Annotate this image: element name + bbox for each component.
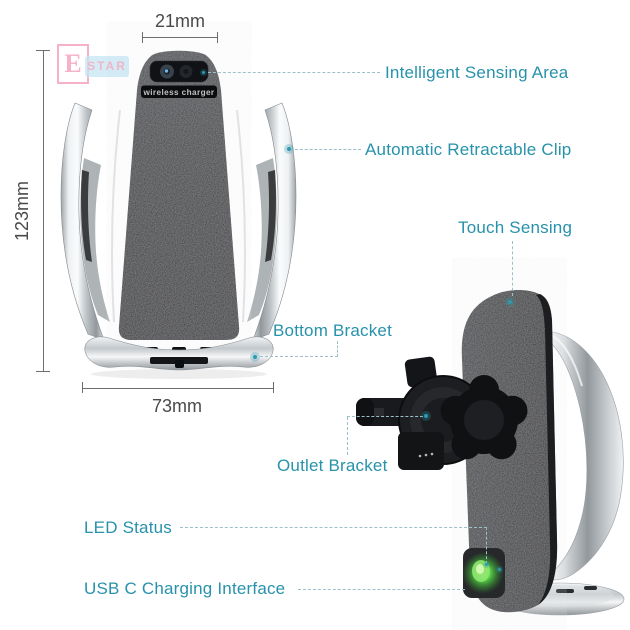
- watermark-logo: E STAR: [57, 44, 132, 84]
- label-usb-c: USB C Charging Interface: [84, 579, 286, 598]
- led-status-window: [462, 548, 505, 598]
- callout-dot-outlet-bracket: [421, 411, 431, 421]
- dimension-tick: [36, 371, 50, 372]
- dimension-line-height: [43, 50, 44, 372]
- leader-led-status-v: [486, 527, 487, 564]
- callout-dot-retractable-clip: [284, 144, 294, 154]
- left-clamp-arm: [60, 102, 121, 341]
- label-led-status: LED Status: [84, 518, 172, 537]
- tightening-knob: [440, 375, 528, 460]
- dimension-tick: [217, 32, 218, 43]
- dimension-tick: [82, 382, 83, 393]
- callout-dot-sensing-area: [200, 69, 207, 76]
- device-text-badge: wireless charger: [141, 85, 217, 98]
- label-retractable-clip: Automatic Retractable Clip: [365, 140, 572, 159]
- leader-bottom-bracket-v: [337, 341, 338, 357]
- bottom-bracket-part: [84, 336, 274, 379]
- leader-sensing-area: [208, 72, 380, 73]
- dimension-tick: [142, 32, 143, 43]
- label-sensing-area: Intelligent Sensing Area: [385, 63, 569, 82]
- dimension-bottom-width: 73mm: [151, 396, 202, 416]
- dimension-top-width: 21mm: [154, 11, 205, 31]
- dimension-tick: [273, 382, 274, 393]
- outlet-bracket-assembly: [356, 356, 528, 470]
- leader-usb-c: [298, 589, 465, 590]
- dimension-line-top: [142, 37, 218, 38]
- callout-dot-touch-sensing: [505, 297, 515, 307]
- callout-dot-led-status-2: [496, 566, 503, 573]
- sensing-window: [149, 60, 209, 83]
- leader-bottom-bracket-h: [260, 356, 338, 357]
- watermark-word: STAR: [85, 56, 129, 77]
- dimension-tick: [36, 50, 50, 51]
- leader-touch-sensing: [512, 241, 513, 296]
- right-clamp-arm: [236, 102, 297, 341]
- dimension-line-bottom: [82, 388, 273, 389]
- side-view-device: [356, 290, 625, 616]
- callout-dot-led-status: [483, 561, 490, 568]
- leader-led-status-h: [180, 527, 487, 528]
- dimension-height: 123mm: [12, 180, 32, 242]
- leader-retractable-clip: [295, 149, 361, 150]
- front-view-device: wireless charger: [60, 50, 297, 379]
- label-outlet-bracket: Outlet Bracket: [277, 456, 388, 475]
- watermark-letter: E: [57, 44, 89, 84]
- leader-outlet-bracket-v: [347, 417, 348, 455]
- label-bottom-bracket: Bottom Bracket: [273, 321, 393, 340]
- device-text: wireless charger: [142, 88, 214, 97]
- front-body: [118, 50, 240, 340]
- side-body-shade: [536, 294, 558, 605]
- sensor-led-dot: [164, 69, 169, 73]
- leader-outlet-bracket-h: [347, 416, 423, 417]
- label-touch-sensing: Touch Sensing: [458, 218, 573, 237]
- callout-dot-bottom-bracket: [250, 352, 260, 362]
